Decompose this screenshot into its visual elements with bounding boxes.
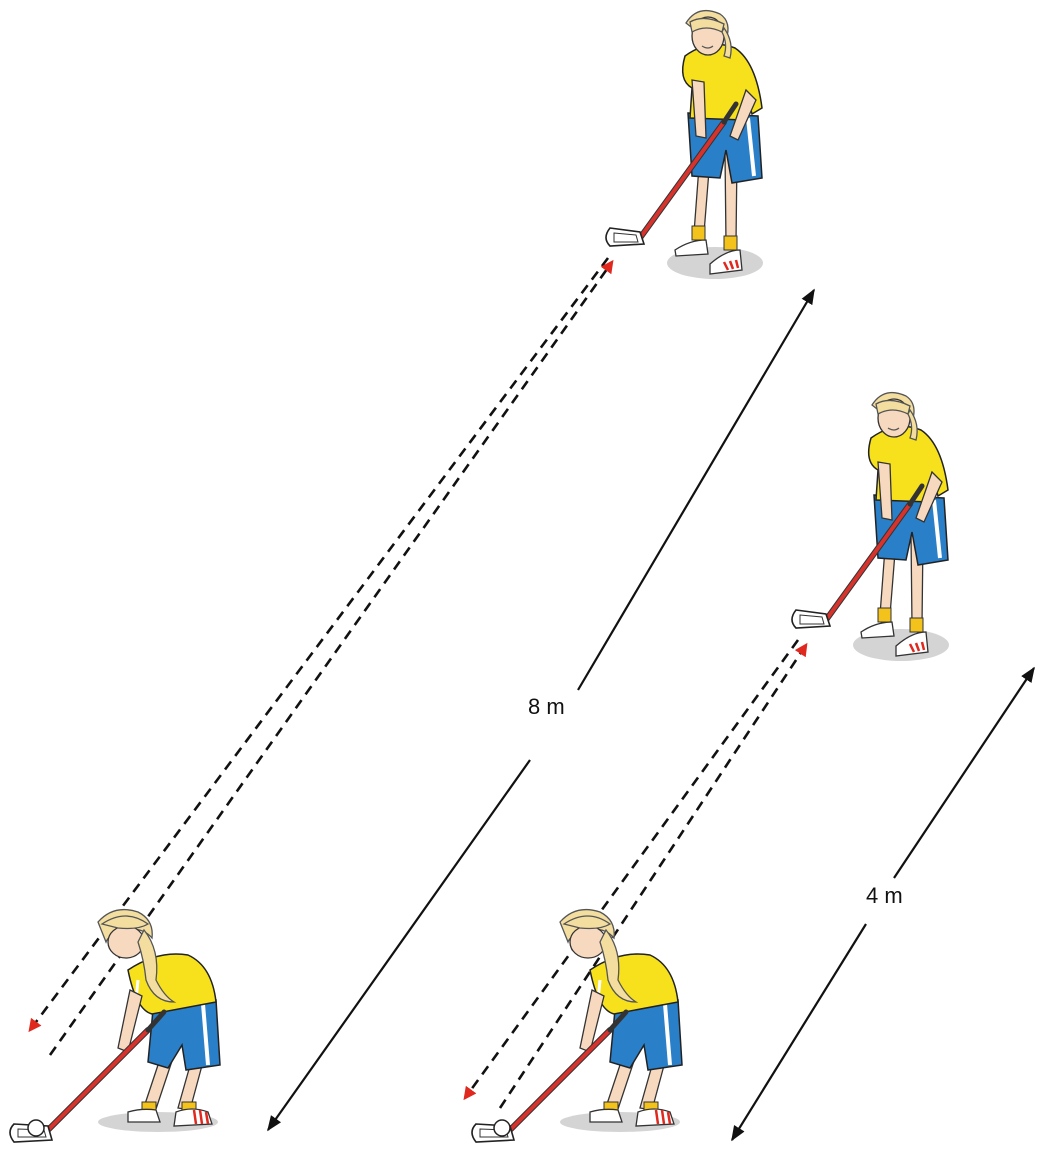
player-top-left-drill (606, 11, 763, 279)
ball-left (28, 1120, 44, 1136)
ball-right (494, 1120, 510, 1136)
distance-label-8m: 8 m (528, 694, 565, 719)
distance-label-4m: 4 m (866, 883, 903, 908)
player-bottom-right-drill (472, 910, 682, 1142)
player-bottom-left-drill (10, 910, 220, 1142)
player-top-right-drill (792, 393, 949, 661)
